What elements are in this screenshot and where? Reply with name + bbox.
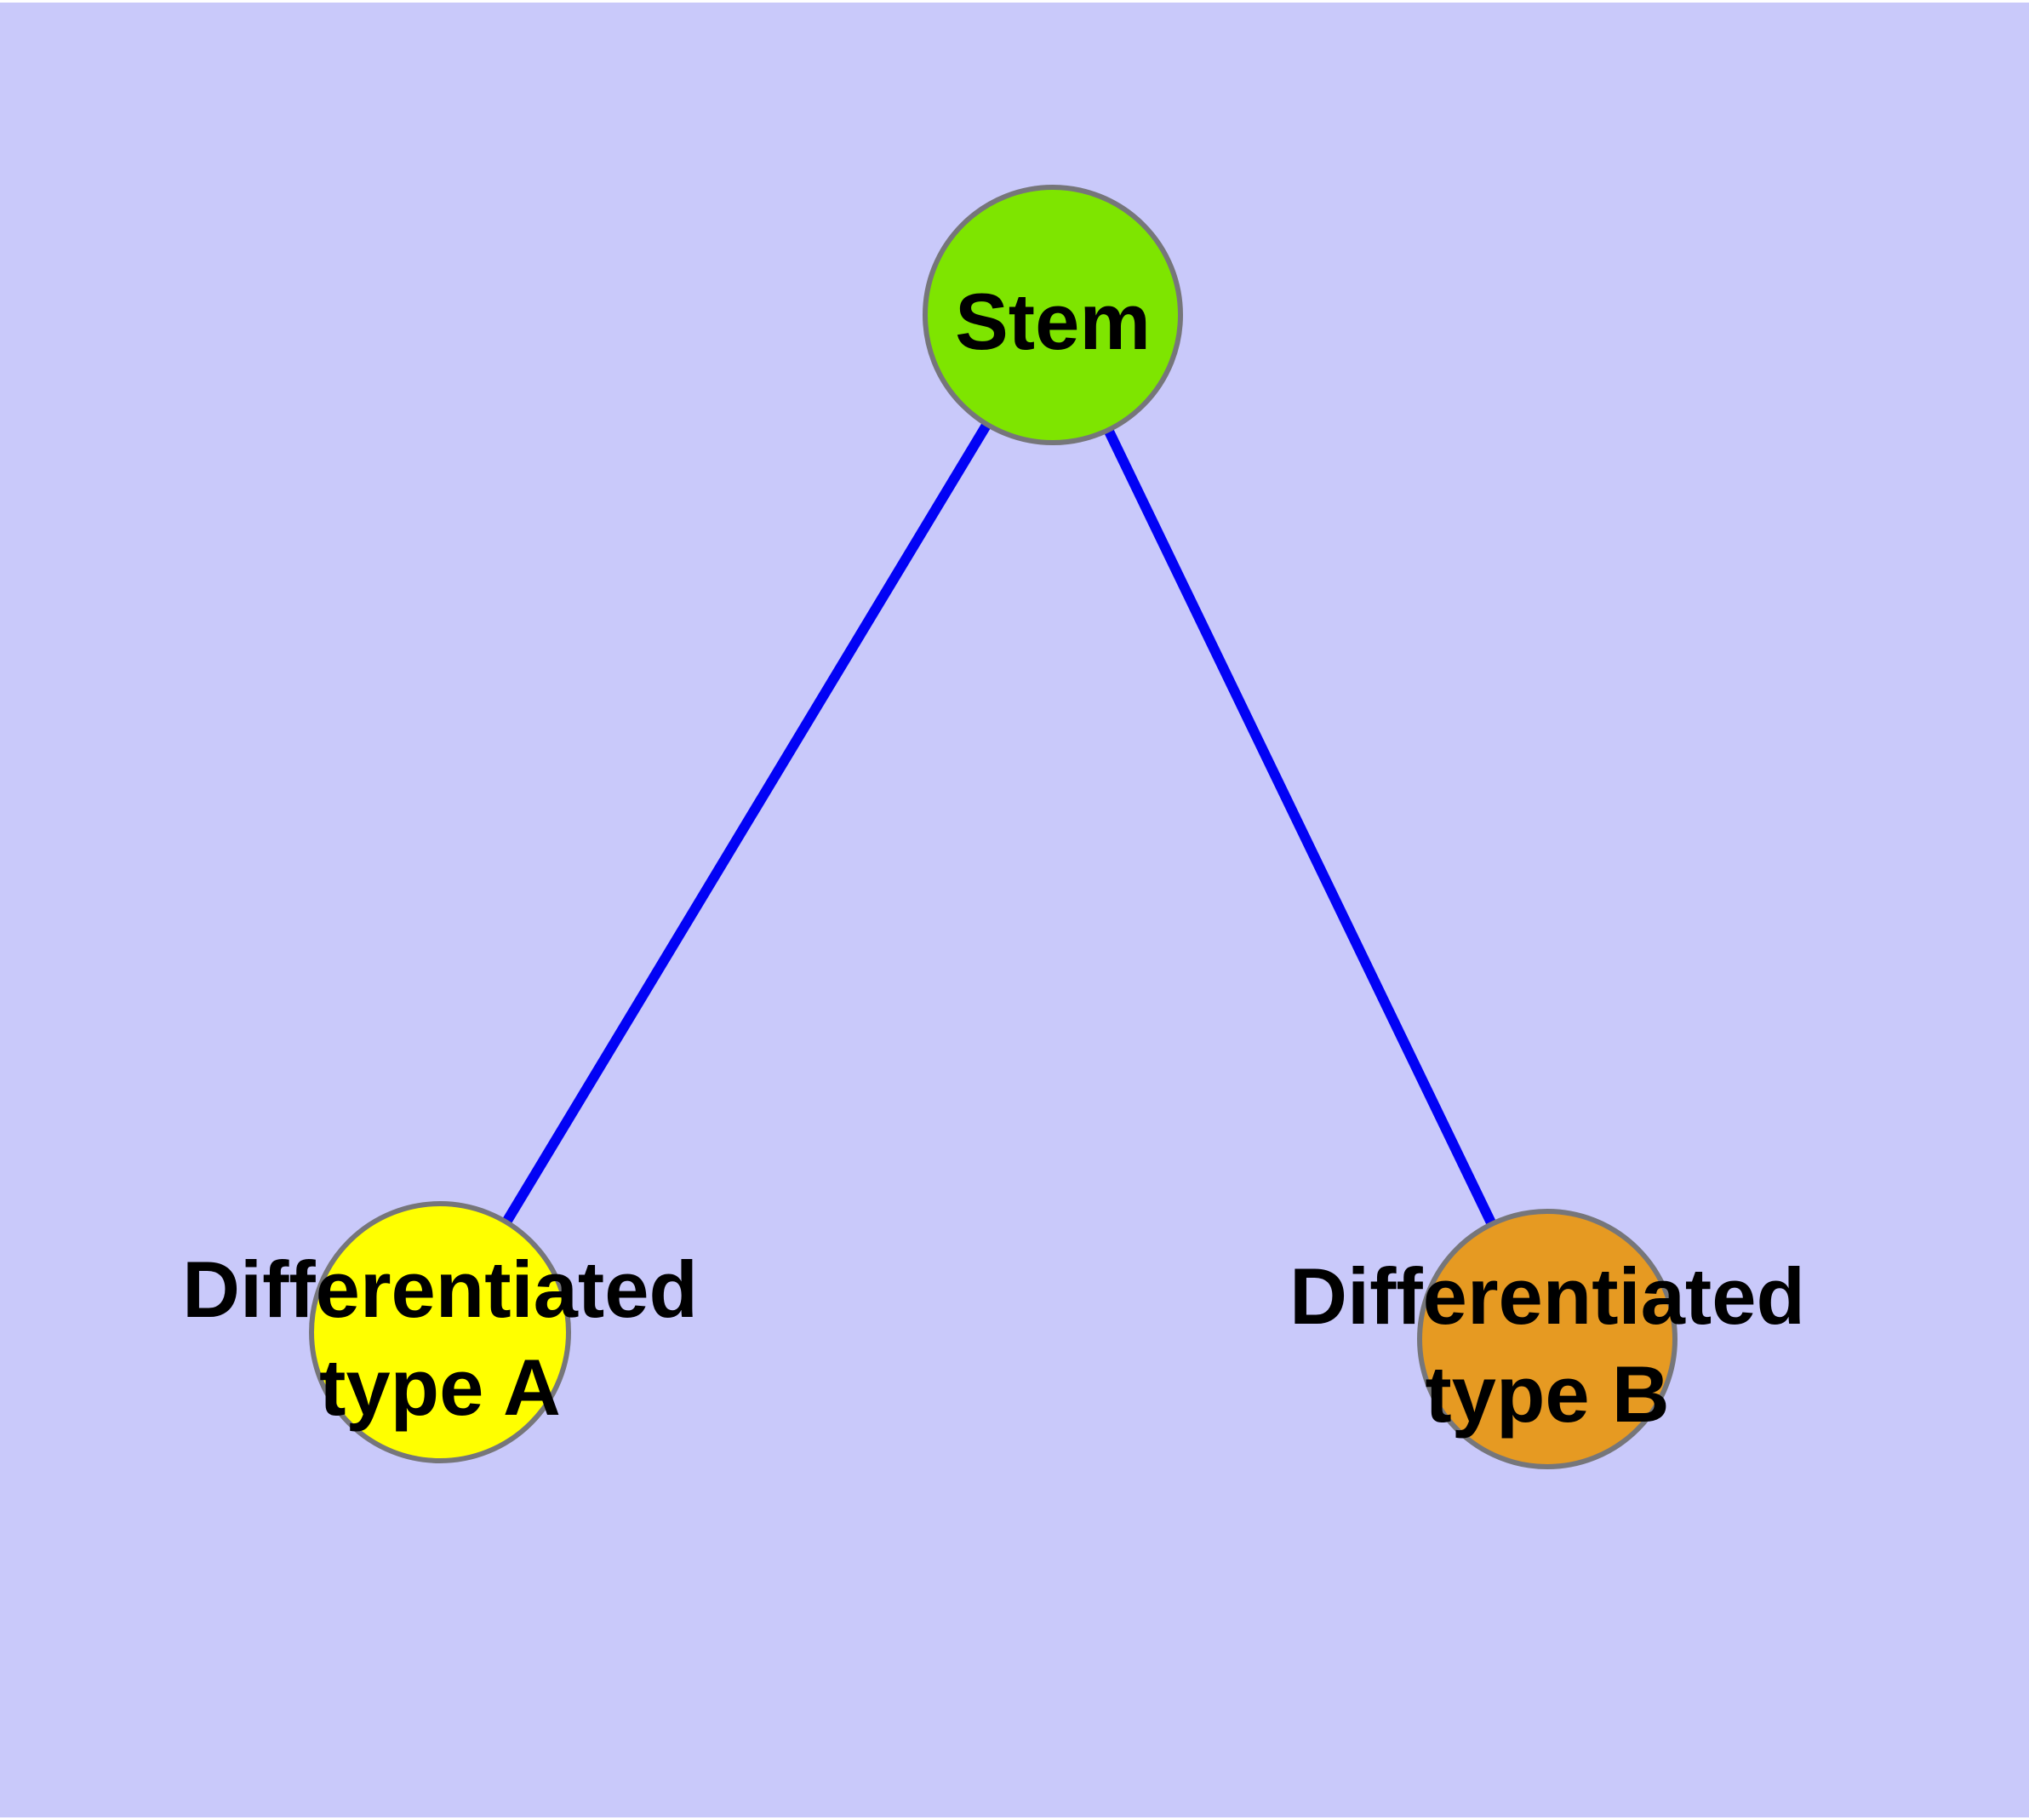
node-stem-circle: [923, 185, 1183, 445]
node-stem-label: Stem: [955, 277, 1151, 366]
node-differentiated-type-b-circle: [1417, 1209, 1677, 1469]
edge-stem-to-differentiated-type-a: [435, 312, 1058, 1336]
edge-stem-to-differentiated-type-b: [1048, 312, 1552, 1342]
node-differentiated-type-a-circle: [309, 1201, 571, 1463]
